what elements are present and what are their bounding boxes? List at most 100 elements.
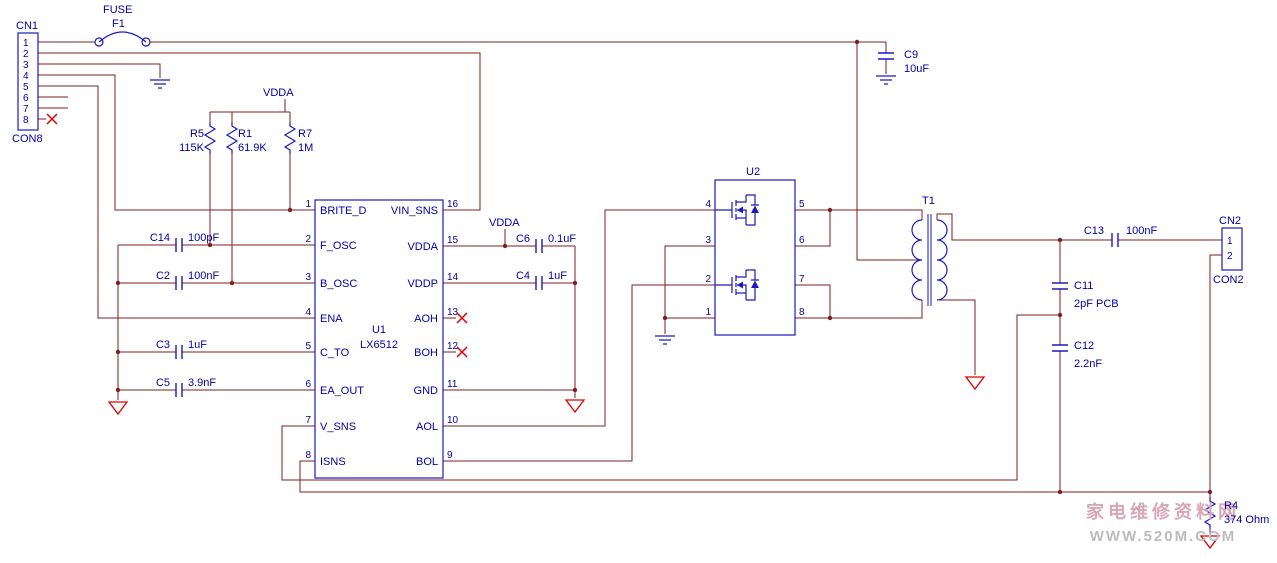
u2-pin-8: 8 <box>799 307 805 318</box>
u1-ref-label: U1 <box>372 324 386 336</box>
watermark: 家电维修资料网 WWW.520M.COM <box>1086 501 1240 545</box>
c9-value-label: 10uF <box>904 63 929 75</box>
capacitor-c5-icon <box>175 382 183 398</box>
c5-ref-label: C5 <box>156 377 170 389</box>
capacitor-c12-icon <box>1051 344 1069 352</box>
capacitor-c13-icon <box>1111 232 1119 248</box>
u1-pin-num-12: 12 <box>447 341 459 352</box>
u1-pin-num-9: 9 <box>447 450 453 461</box>
capacitor-c6-icon <box>535 238 543 254</box>
fuse-icon <box>94 31 151 47</box>
u2-pin-5: 5 <box>799 199 805 210</box>
u1-pin-name-vddp: VDDP <box>407 278 438 290</box>
wire-cn2-return <box>1209 254 1222 534</box>
r4-ref-label: R4 <box>1224 500 1238 512</box>
wire-secondary-ground <box>937 299 976 375</box>
cn1-ref-label: CN1 <box>16 20 38 32</box>
cn1-pin-7: 7 <box>23 104 29 115</box>
wire-cn1-ground <box>38 63 161 78</box>
c13-value-label: 100nF <box>1126 225 1157 237</box>
u1-pin-name-vdda: VDDA <box>407 241 438 253</box>
wire-vin-sns <box>38 52 481 211</box>
u1-pin-num-4: 4 <box>305 307 311 318</box>
label-layer: CN1 CON8 1 2 3 4 5 6 7 8 FUSE F1 C9 10uF… <box>12 4 1269 526</box>
cn1-pin-4: 4 <box>23 71 29 82</box>
u2-pin-3: 3 <box>705 235 711 246</box>
u2-pin-2: 2 <box>705 274 711 285</box>
no-connect-x-icon-aoh <box>456 312 468 324</box>
u1-pin-num-13: 13 <box>447 307 459 318</box>
wire-v-sns <box>281 314 1060 481</box>
c3-ref-label: C3 <box>156 339 170 351</box>
transformer-t1-icon <box>911 214 948 306</box>
c9-ref-label: C9 <box>904 49 918 61</box>
wire-isns <box>299 460 1210 493</box>
u1-pin-name-aol: AOL <box>416 421 438 433</box>
r7-value-label: 1M <box>298 142 313 154</box>
c12-ref-label: C12 <box>1074 340 1094 352</box>
c13-ref-label: C13 <box>1084 225 1104 237</box>
wire-bol <box>443 284 715 462</box>
cn1-connector-body <box>17 32 39 131</box>
junction-dots <box>115 39 1213 495</box>
u1-pin-name-isns: ISNS <box>320 456 346 468</box>
capacitor-c2-icon <box>175 275 183 291</box>
u1-pin-num-11: 11 <box>447 379 458 390</box>
t1-secondary-winding <box>936 219 948 301</box>
u2-pin-1: 1 <box>705 307 711 318</box>
u1-pin-name-boh: BOH <box>414 347 438 359</box>
u1-pin-num-2: 2 <box>305 234 311 245</box>
cn2-footprint-label: CON2 <box>1213 274 1244 286</box>
resistor-r5-icon <box>204 121 216 155</box>
u1-pin-num-7: 7 <box>305 415 311 426</box>
ic-u1-body <box>314 199 444 479</box>
wire-primary-top <box>795 209 923 247</box>
watermark-cn-text: 家电维修资料网 <box>1086 501 1240 522</box>
u1-pin-name-bol: BOL <box>416 456 438 468</box>
c2-ref-label: C2 <box>156 270 170 282</box>
earth-ground-icon-u2 <box>654 335 676 345</box>
fuse-label: FUSE <box>103 4 132 16</box>
wire-primary-bottom <box>795 284 923 319</box>
u1-pin-num-14: 14 <box>447 272 459 283</box>
wire-u2-ground <box>664 245 715 334</box>
cn1-pin-2: 2 <box>23 49 29 60</box>
c11-ref-label: C11 <box>1074 280 1093 292</box>
u1-pin-num-1: 1 <box>305 199 311 210</box>
c2-value-label: 100nF <box>188 270 219 282</box>
wire-secondary-out <box>936 213 1222 241</box>
u2-pin-6: 6 <box>799 235 805 246</box>
ground-flag-icon-u1 <box>565 399 585 413</box>
u2-pin-4: 4 <box>705 199 711 210</box>
vdda-right-label: VDDA <box>489 217 520 229</box>
u1-pin-name-c-to: C_TO <box>320 347 350 359</box>
r5-ref-label: R5 <box>190 128 204 140</box>
resistor-r7-icon <box>284 121 296 155</box>
c3-value-label: 1uF <box>188 339 207 351</box>
t1-ref-label: T1 <box>922 195 935 207</box>
u2-pin-7: 7 <box>799 274 805 285</box>
u1-pin-name-aoh: AOH <box>414 313 438 325</box>
u1-pin-name-ea-out: EA_OUT <box>320 385 364 397</box>
r4-value-label: 374 Ohm <box>1224 514 1269 526</box>
u1-pin-name-f-osc: F_OSC <box>320 240 357 252</box>
wire-vin-input <box>38 41 922 261</box>
r5-value-label: 115K <box>179 142 205 154</box>
cn2-connector-body <box>1221 227 1243 271</box>
u1-pin-num-15: 15 <box>447 235 459 246</box>
wire-vdda-left-rail <box>209 99 291 283</box>
u1-pin-num-10: 10 <box>447 415 459 426</box>
t1-primary-winding <box>911 219 923 301</box>
wire-brite-d <box>38 74 315 211</box>
c11-value-label: 2pF PCB <box>1074 298 1119 310</box>
cn1-pin-6: 6 <box>23 93 29 104</box>
capacitor-c11-icon <box>1051 282 1069 290</box>
cn1-pin-8: 8 <box>23 115 29 126</box>
vdda-left-label: VDDA <box>263 87 294 99</box>
capacitor-c3-icon <box>175 344 183 360</box>
cn1-pin-1: 1 <box>23 38 29 49</box>
c4-value-label: 1uF <box>548 270 567 282</box>
u1-pin-num-6: 6 <box>305 379 311 390</box>
capacitor-c4-icon <box>535 275 543 291</box>
